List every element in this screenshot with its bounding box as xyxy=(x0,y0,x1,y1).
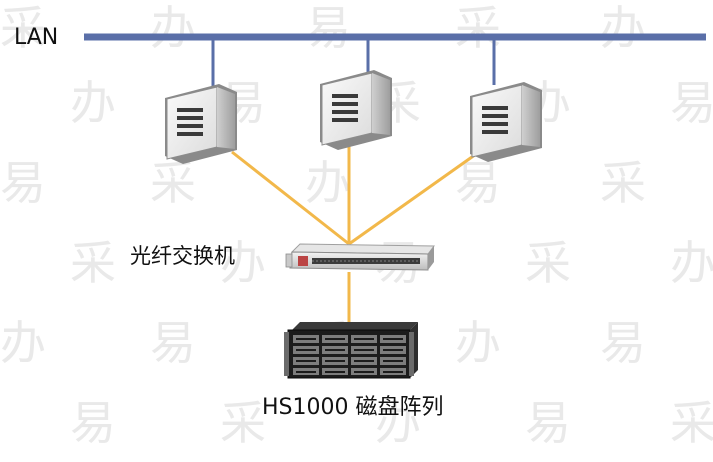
server-1-icon xyxy=(165,84,237,164)
disk-array-icon xyxy=(284,322,418,379)
disk-array-label: HS1000 磁盘阵列 xyxy=(262,395,444,420)
lan-label: LAN xyxy=(14,25,59,50)
fiber-link-server-3 xyxy=(348,150,480,246)
server-3-icon xyxy=(470,82,542,162)
fiber-switch-label: 光纤交换机 xyxy=(130,244,235,268)
fiber-switch-icon xyxy=(285,243,435,271)
server-2-icon xyxy=(320,70,392,150)
fiber-link-server-1 xyxy=(231,150,350,246)
